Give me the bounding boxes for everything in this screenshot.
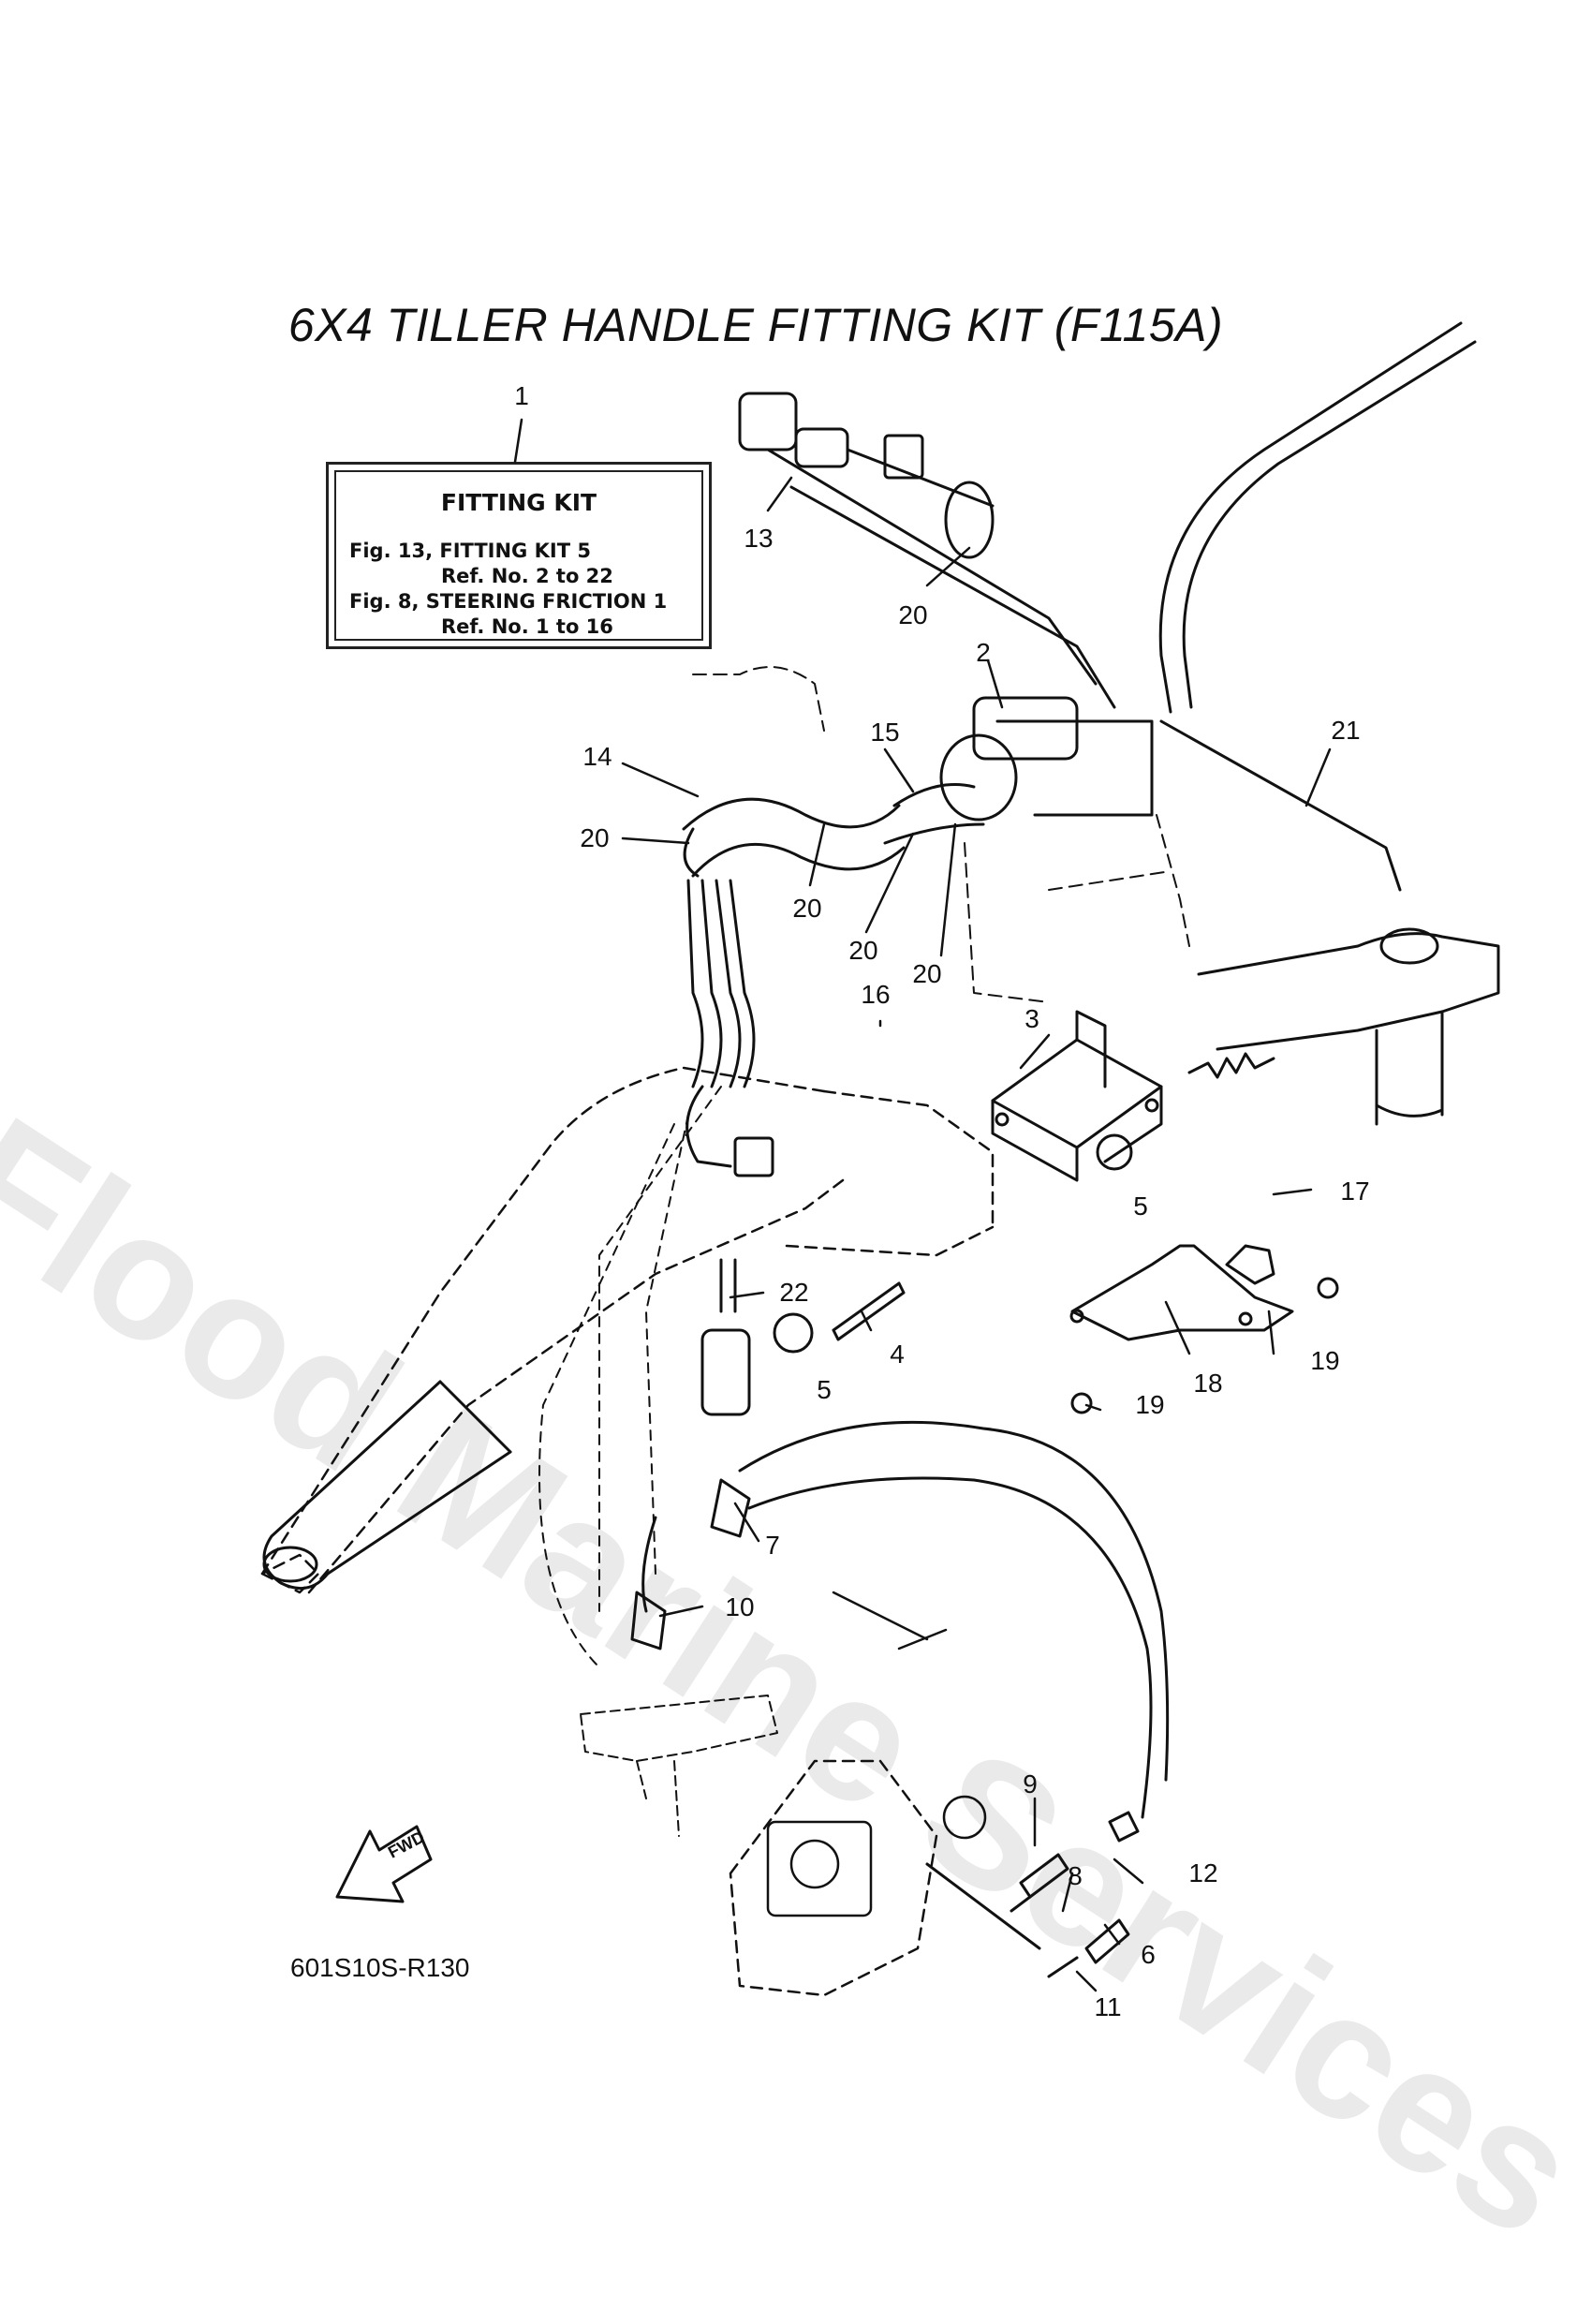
callout-5-left: 5 [817, 1375, 832, 1404]
cable-end-parts-drawing [925, 1811, 1140, 1978]
steering-bracket-drawing [1197, 927, 1500, 1126]
diagram-code: 601S10S-R130 [290, 1953, 470, 1982]
callout-7: 7 [765, 1531, 780, 1560]
nut-5-left-drawing [773, 1312, 814, 1354]
tiller-handle-dashed [260, 1066, 995, 1594]
spring-drawing [1187, 1052, 1275, 1079]
bracket-3-drawing [991, 1010, 1163, 1182]
callout-20-lower: 20 [848, 936, 878, 965]
shift-cable-loop [641, 1420, 1170, 1819]
cable-tie-top-drawing [944, 481, 995, 559]
clamp-10-drawing [630, 1591, 667, 1650]
callout-5-right: 5 [1133, 1192, 1148, 1221]
stud-4-drawing [832, 1281, 906, 1341]
callout-22: 22 [779, 1278, 809, 1307]
leader-lines [513, 418, 1332, 1992]
harness-to-tiller [538, 1086, 722, 1668]
engine-outline-dashed [692, 666, 1190, 1003]
callout-20-right: 20 [912, 959, 942, 988]
callout-20-left: 20 [580, 823, 610, 852]
callout-20-top: 20 [898, 600, 928, 629]
callout-11: 11 [1094, 1992, 1122, 2021]
fitting-kit-line-2: Ref. No. 2 to 22 [441, 565, 613, 587]
clip-17-drawing [1225, 1244, 1275, 1285]
callout-17: 17 [1340, 1177, 1370, 1206]
callout-15: 15 [870, 718, 900, 747]
callout-13: 13 [744, 524, 774, 553]
lower-bracket-drawing [580, 1695, 778, 1837]
clamp-7-drawing [710, 1478, 751, 1538]
callout-9: 9 [1023, 1769, 1038, 1799]
callout-19-right: 19 [1310, 1346, 1340, 1375]
grommet-assembly-drawing [883, 696, 1079, 845]
callout-21: 21 [1331, 716, 1361, 745]
connector-13-drawing [738, 392, 995, 508]
callout-10: 10 [725, 1592, 755, 1621]
callout-1: 1 [514, 381, 529, 410]
control-box-drawing [729, 1591, 987, 1997]
harness-wires-down [685, 1085, 774, 1416]
callout-14: 14 [582, 742, 612, 771]
callout-8: 8 [1068, 1861, 1083, 1890]
fitting-kit-box-inner-border: FITTING KIT Fig. 13, FITTING KIT 5 Ref. … [334, 470, 703, 641]
diagram-title: 6X4 TILLER HANDLE FITTING KIT (F115A) [287, 299, 1224, 351]
fitting-kit-line-3: Fig. 8, STEERING FRICTION 1 [349, 590, 668, 613]
bolt-19-left-drawing [1070, 1392, 1093, 1414]
fitting-kit-box: FITTING KIT Fig. 13, FITTING KIT 5 Ref. … [326, 462, 712, 649]
callout-16: 16 [861, 980, 891, 1009]
callout-4: 4 [890, 1340, 905, 1369]
callout-18: 18 [1193, 1369, 1223, 1398]
plate-18-drawing [1069, 1244, 1294, 1341]
upper-cables [766, 321, 1477, 892]
callout-19-left: 19 [1135, 1390, 1165, 1419]
fitting-kit-line-4: Ref. No. 1 to 16 [441, 615, 613, 638]
bolt-19-right-drawing [1317, 1277, 1339, 1299]
corrugated-harness-drawing [682, 797, 906, 1088]
callout-20-mid: 20 [792, 894, 822, 923]
callout-2: 2 [976, 638, 991, 667]
callout-3: 3 [1024, 1004, 1039, 1033]
fitting-kit-heading: FITTING KIT [440, 489, 597, 516]
fwd-arrow-icon [335, 1825, 433, 1903]
tiller-grip-drawing [262, 1380, 512, 1591]
fitting-kit-line-1: Fig. 13, FITTING KIT 5 [349, 540, 591, 562]
callout-6: 6 [1141, 1940, 1156, 1969]
callout-12: 12 [1188, 1858, 1218, 1887]
nut-5-right-drawing [1096, 1133, 1133, 1171]
